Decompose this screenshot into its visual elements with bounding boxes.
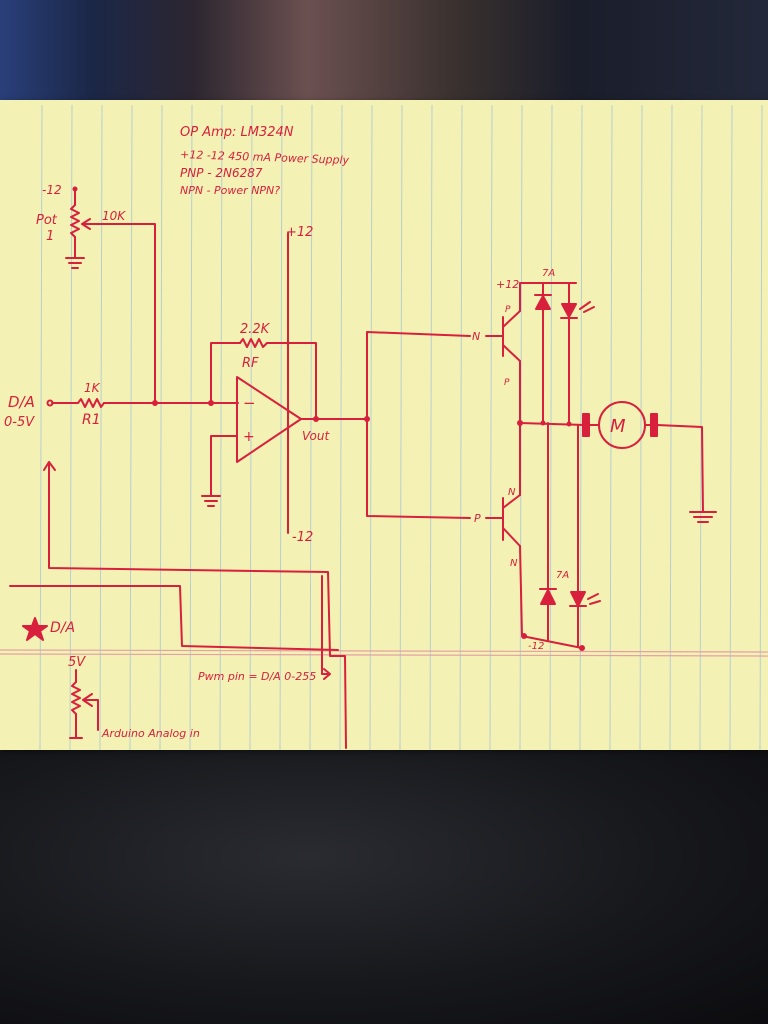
rf-value: 2.2K bbox=[240, 322, 271, 337]
drive-wire-top bbox=[366, 331, 471, 420]
r1-name: R1 bbox=[82, 412, 101, 428]
opamp-minus: − bbox=[243, 394, 256, 412]
drive-wire-bottom bbox=[366, 418, 471, 519]
arduino-supply-label: 5V bbox=[68, 655, 86, 670]
arduino-pot-wiper bbox=[82, 693, 99, 731]
pwm-pin-wire bbox=[321, 575, 331, 680]
mid-node-3 bbox=[566, 421, 572, 427]
pot-number: 1 bbox=[46, 229, 54, 244]
top-led-rays bbox=[579, 301, 595, 313]
ground-icon bbox=[689, 511, 717, 523]
ground-icon bbox=[201, 495, 221, 507]
pwm-boundary-wire bbox=[9, 585, 339, 651]
top-diode-mark: 7A bbox=[542, 268, 555, 279]
feedback-wire-arrow bbox=[43, 461, 347, 749]
pot-name: Pot bbox=[36, 213, 58, 228]
r1-value: 1K bbox=[84, 381, 101, 395]
bottom-transistor-input-label: P bbox=[474, 512, 481, 525]
bottom-diode-mark: 7A bbox=[556, 570, 569, 581]
da-input-range: 0-5V bbox=[4, 415, 35, 430]
top-diode1 bbox=[535, 295, 551, 310]
mid-node-2 bbox=[540, 420, 546, 426]
rf-wire-left bbox=[210, 342, 241, 404]
background-fabric bbox=[0, 745, 768, 1024]
bottom-transistor-collector bbox=[502, 494, 521, 509]
top-transistor-base-label: P bbox=[505, 305, 511, 315]
bridge-supply-bottom: -12 bbox=[528, 641, 544, 652]
note-opamp: OP Amp: LM324N bbox=[180, 125, 294, 140]
arduino-pot-resistor bbox=[71, 681, 81, 715]
motor-ground-wire bbox=[656, 424, 704, 513]
bottom-node-right bbox=[579, 645, 585, 651]
top-transistor-collector bbox=[502, 310, 521, 328]
opamp-triangle bbox=[236, 376, 302, 463]
top-transistor-input-label: N bbox=[472, 330, 480, 343]
da-input-label: D/A bbox=[8, 393, 35, 411]
rf-resistor bbox=[239, 338, 268, 348]
bottom-led-rays bbox=[587, 593, 601, 605]
pot1-resistor bbox=[70, 204, 80, 238]
bottom-transistor-emitter-label: N bbox=[510, 558, 518, 569]
rf-wire-right bbox=[266, 342, 317, 420]
note-npn: NPN - Power NPN? bbox=[180, 184, 280, 197]
note-power: +12 -12 450 mA Power Supply bbox=[180, 148, 350, 167]
arduino-pot-label: Arduino Analog in bbox=[101, 727, 200, 740]
opamp-vout: Vout bbox=[302, 429, 330, 443]
summing-node-pot bbox=[152, 400, 158, 406]
star-icon bbox=[22, 617, 48, 641]
background-bookshelf bbox=[0, 0, 768, 110]
bottom-transistor-emitter bbox=[502, 527, 521, 547]
rf-name: RF bbox=[242, 356, 259, 371]
pot-value: 10K bbox=[102, 209, 126, 223]
opamp-plus: + bbox=[243, 429, 255, 445]
bottom-diode1 bbox=[540, 589, 556, 605]
top-transistor-emitter-label: P bbox=[504, 378, 510, 388]
arduino-da-label: D/A bbox=[50, 620, 75, 636]
pot-wiper-wire bbox=[81, 218, 156, 403]
pot-supply-label: -12 bbox=[42, 183, 62, 197]
note-pnp: PNP - 2N6287 bbox=[180, 166, 263, 180]
motor-label: M bbox=[610, 416, 626, 437]
top-led bbox=[561, 303, 577, 318]
opamp-vplus: +12 bbox=[286, 225, 313, 240]
ground-icon bbox=[65, 257, 85, 269]
ruled-lines bbox=[39, 104, 763, 751]
bottom-led bbox=[570, 591, 586, 607]
motor-left-wire bbox=[519, 422, 586, 426]
top-rail bbox=[519, 282, 577, 312]
pwm-label: Pwm pin = D/A 0-255 bbox=[198, 670, 316, 683]
bottom-transistor-base-label: N bbox=[508, 487, 516, 498]
bottom-node-left bbox=[521, 633, 527, 639]
top-transistor-emitter bbox=[502, 344, 521, 362]
bridge-supply-top: +12 bbox=[496, 278, 519, 291]
margin-line bbox=[0, 649, 768, 657]
ink-drawing: OP Amp: LM324N +12 -12 450 mA Power Supp… bbox=[4, 125, 717, 749]
noninverting-ground-wire bbox=[210, 435, 238, 497]
r1-resistor bbox=[77, 398, 105, 408]
opamp-vminus: -12 bbox=[292, 530, 313, 545]
